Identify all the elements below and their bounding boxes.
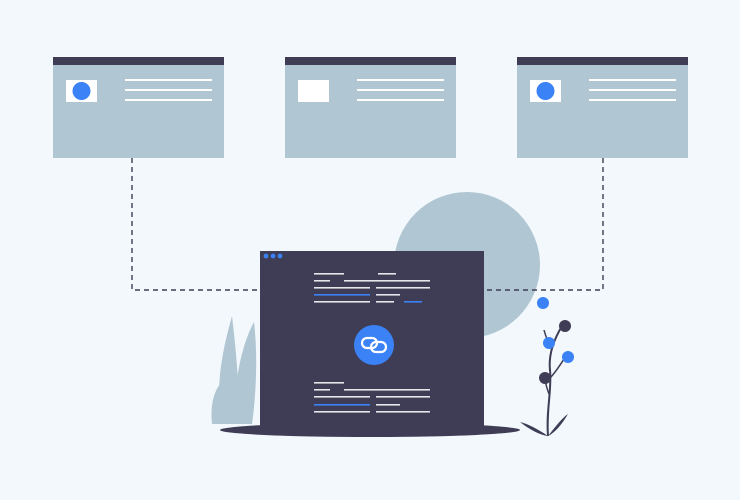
code-line	[376, 411, 430, 413]
plant-stem	[546, 325, 563, 437]
code-line	[344, 389, 430, 391]
code-line-highlight	[404, 301, 422, 303]
card-body	[517, 57, 688, 158]
code-block-bottom	[314, 382, 430, 413]
flower-bud-icon	[543, 337, 555, 349]
card-header-bar	[53, 57, 224, 65]
code-line	[376, 396, 430, 398]
avatar-circle-icon	[536, 82, 555, 100]
thumbnail-placeholder	[298, 80, 329, 102]
text-line	[125, 79, 212, 81]
plant-leaf	[548, 414, 568, 436]
text-line	[589, 99, 676, 101]
flower-plant	[520, 297, 574, 437]
flower-bud-icon	[559, 320, 571, 332]
text-line	[589, 79, 676, 81]
code-line	[376, 301, 394, 303]
connectors	[131, 158, 604, 291]
code-line	[344, 280, 430, 282]
code-line	[376, 287, 430, 289]
card-body	[53, 57, 224, 158]
browser-card-left	[53, 57, 224, 158]
avatar-circle-icon	[72, 82, 91, 100]
text-line	[125, 99, 212, 101]
plant-leaf	[520, 422, 548, 436]
grass-left	[211, 316, 257, 424]
card-header-bar	[517, 57, 688, 65]
link-icon	[354, 325, 394, 365]
code-line	[314, 382, 344, 384]
code-line	[378, 273, 396, 275]
window-dot-icon	[277, 253, 283, 259]
laptop	[260, 251, 484, 427]
code-line	[314, 411, 370, 413]
text-line	[589, 89, 676, 91]
chain-link-right	[369, 340, 388, 354]
code-line	[314, 389, 330, 391]
flower-bud-icon	[562, 351, 574, 363]
browser-card-middle	[285, 57, 456, 158]
card-body	[285, 57, 456, 158]
connector-left	[131, 158, 260, 291]
grass-blade	[211, 384, 227, 424]
code-line-highlight	[314, 404, 370, 406]
text-line	[357, 89, 444, 91]
grass-blade	[235, 322, 257, 424]
text-line	[357, 79, 444, 81]
text-line	[357, 99, 444, 101]
text-line	[125, 89, 212, 91]
card-header-bar	[285, 57, 456, 65]
link-badge	[354, 325, 394, 365]
code-line	[314, 287, 370, 289]
browser-card-right	[517, 57, 688, 158]
flower-bud-icon	[537, 297, 549, 309]
code-block-top	[314, 273, 430, 303]
window-dot-icon	[263, 253, 269, 259]
code-line-highlight	[314, 294, 370, 296]
code-line	[376, 404, 400, 406]
code-line	[314, 396, 370, 398]
code-line	[314, 273, 344, 275]
flower-bud-icon	[539, 372, 551, 384]
code-line	[376, 294, 400, 296]
connector-right	[484, 158, 604, 291]
code-line	[314, 280, 330, 282]
window-dot-icon	[270, 253, 276, 259]
code-line	[314, 301, 370, 303]
